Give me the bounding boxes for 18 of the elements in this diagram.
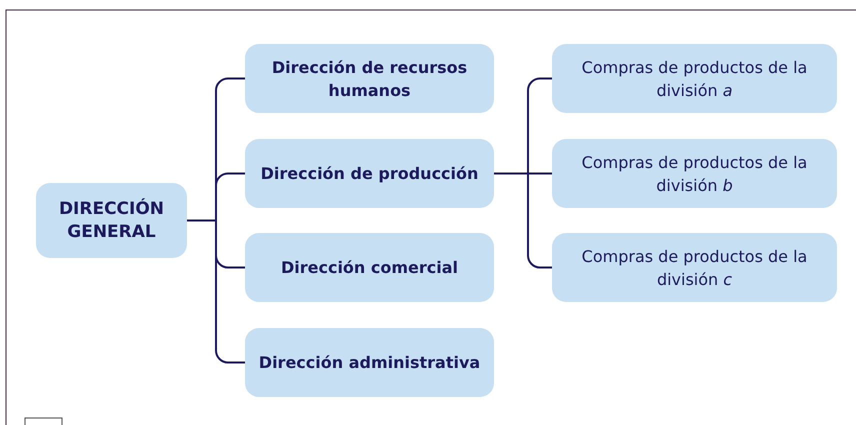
- box-label: Dirección administrativa: [258, 352, 480, 374]
- box-label: Compras de productos de la división c: [580, 246, 808, 290]
- org-box: [245, 44, 494, 113]
- org-box: [552, 44, 837, 113]
- org-box: [245, 139, 494, 208]
- connector-line: [187, 220, 245, 364]
- box-label: Compras de productos de la división a: [580, 56, 808, 102]
- box-label: DIRECCIÓN GENERAL: [58, 198, 166, 244]
- org-box: [552, 139, 837, 208]
- org-box: [552, 233, 837, 302]
- box-label: Dirección de recursos humanos: [270, 56, 468, 102]
- box-label: Compras de productos de la división b: [580, 152, 808, 196]
- org-box: [245, 328, 494, 397]
- org-box: [245, 233, 494, 302]
- box-label: Dirección de producción: [260, 163, 478, 185]
- org-box: [36, 183, 187, 258]
- box-label: Dirección comercial: [280, 257, 458, 279]
- connector-line: [494, 172, 552, 268]
